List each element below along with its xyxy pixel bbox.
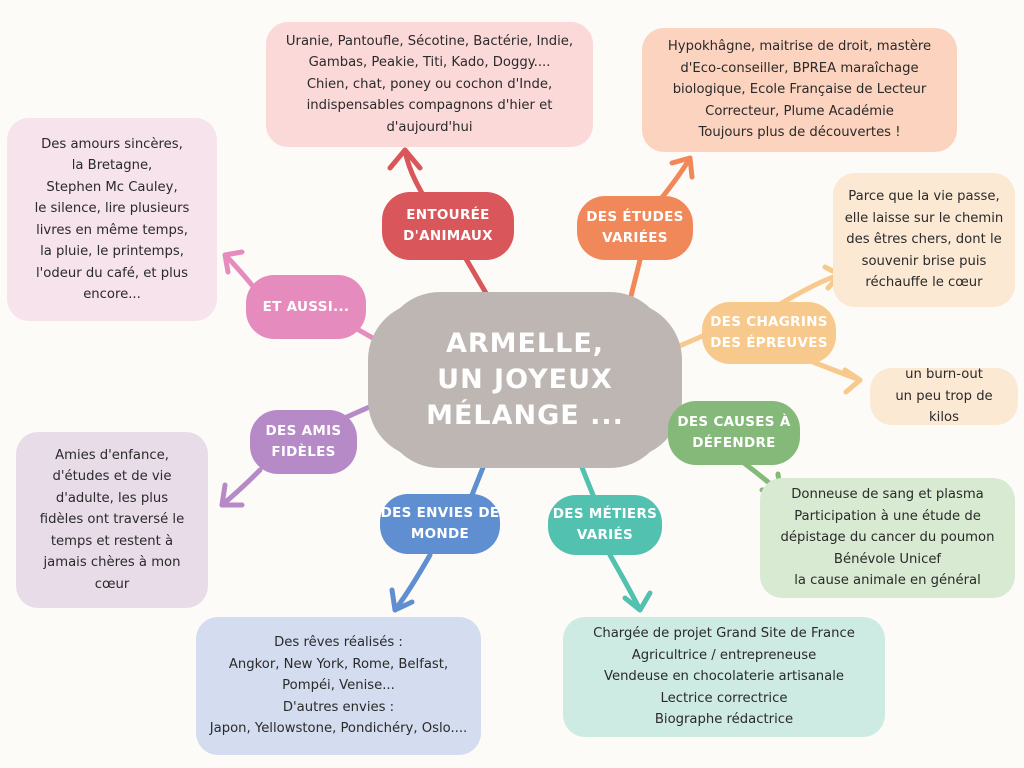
- central-topic: ARMELLE, UN JOYEUX MÉLANGE ...: [380, 300, 670, 460]
- amis-text: Amies d'enfance, d'études et de vie d'ad…: [39, 447, 185, 592]
- metiers-box: Chargée de projet Grand Site de France A…: [563, 617, 885, 737]
- amis-box: Amies d'enfance, d'études et de vie d'ad…: [16, 432, 208, 608]
- label-amis: Des amis fidèles: [250, 410, 357, 474]
- etudes-text: Hypokhâgne, maitrise de droit, mastère d…: [667, 39, 932, 141]
- etudes-box: Hypokhâgne, maitrise de droit, mastère d…: [642, 28, 957, 152]
- aussi-text: Des amours sincères, la Bretagne, Stephe…: [34, 136, 190, 303]
- animaux-text: Uranie, Pantoufle, Sécotine, Bactérie, I…: [285, 33, 574, 135]
- label-aussi: Et aussi...: [246, 275, 366, 339]
- chagrins-box-2: un burn-out un peu trop de kilos: [870, 367, 1018, 425]
- chagrins-text-2: un burn-out un peu trop de kilos: [895, 367, 993, 426]
- label-etudes: Des études variées: [577, 196, 693, 260]
- label-animaux: Entourée d'animaux: [382, 192, 514, 260]
- label-causes: Des causes à défendre: [668, 401, 800, 465]
- label-chagrins: Des chagrins des épreuves: [702, 302, 836, 364]
- label-metiers: Des métiers variés: [548, 495, 662, 555]
- envies-box: Des rêves réalisés : Angkor, New York, R…: [196, 617, 481, 755]
- label-envies: Des envies de monde: [380, 494, 500, 554]
- metiers-text: Chargée de projet Grand Site de France A…: [593, 626, 855, 728]
- causes-box: Donneuse de sang et plasma Participation…: [760, 478, 1015, 598]
- aussi-box: Des amours sincères, la Bretagne, Stephe…: [7, 118, 217, 321]
- chagrins-text: Parce que la vie passe, elle laisse sur …: [844, 189, 1004, 291]
- envies-text: Des rêves réalisés : Angkor, New York, R…: [209, 635, 468, 737]
- arrow-etudes: [627, 155, 695, 303]
- animaux-box: Uranie, Pantoufle, Sécotine, Bactérie, I…: [266, 22, 593, 147]
- causes-text: Donneuse de sang et plasma Participation…: [780, 487, 995, 589]
- chagrins-box: Parce que la vie passe, elle laisse sur …: [833, 173, 1015, 307]
